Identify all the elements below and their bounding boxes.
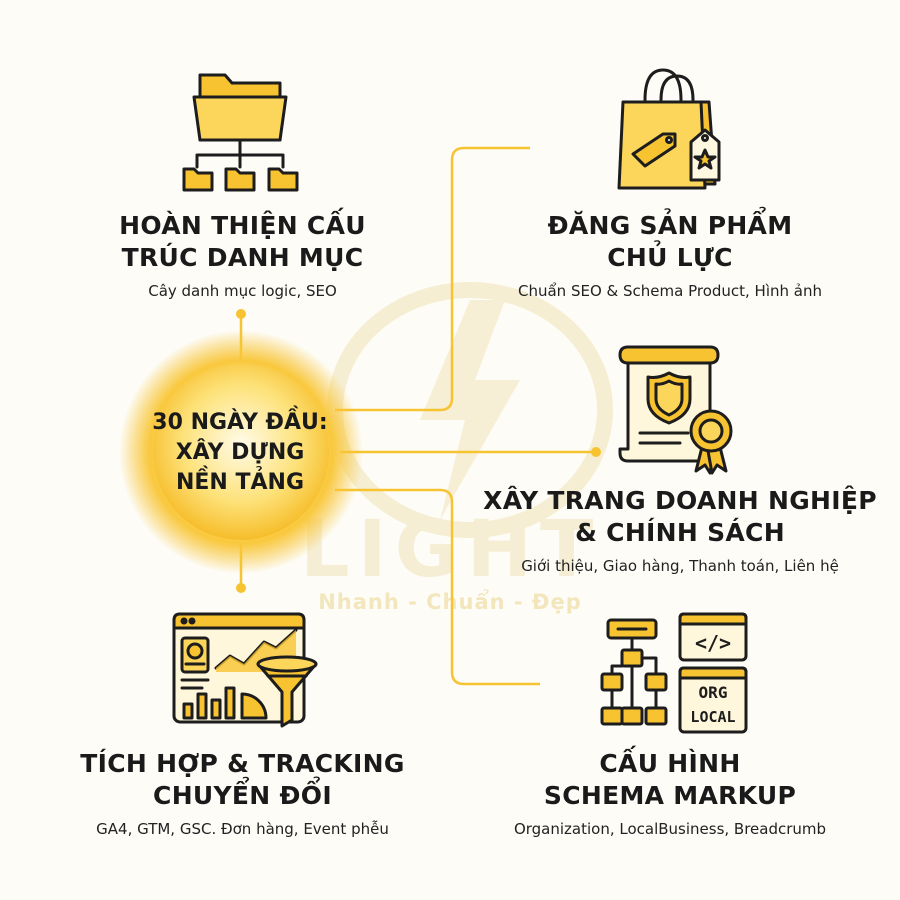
node-tracking-integration: TÍCH HỢP & TRACKING CHUYỂN ĐỔI GA4, GTM,… <box>50 748 435 839</box>
local-label: LOCAL <box>690 708 735 726</box>
node-subtitle: GA4, GTM, GSC. Đơn hàng, Event phễu <box>96 820 389 838</box>
node-subtitle: Organization, LocalBusiness, Breadcrumb <box>513 820 827 838</box>
connector-dots <box>236 309 601 593</box>
folder-tree-icon <box>182 73 299 192</box>
node-title: CẤU HÌNH SCHEMA MARKUP <box>543 749 797 810</box>
node-subtitle: Chuẩn SEO & Schema Product, Hình ảnh <box>518 282 822 300</box>
watermark-tagline: Nhanh - Chuẩn - Đẹp <box>318 590 582 614</box>
node-main-products: ĐĂNG SẢN PHẨM CHỦ LỰC Chuẩn SEO & Schema… <box>480 210 860 301</box>
node-title: XÂY TRANG DOANH NGHIỆP & CHÍNH SÁCH <box>483 486 877 547</box>
watermark-brand: LIGHT <box>300 505 602 595</box>
org-label: ORG <box>699 683 728 702</box>
node-category-structure: HOÀN THIỆN CẤU TRÚC DANH MỤC Cây danh mụ… <box>70 210 415 301</box>
node-subtitle: Giới thiệu, Giao hàng, Thanh toán, Liên … <box>521 557 839 575</box>
node-schema-markup: CẤU HÌNH SCHEMA MARKUP Organization, Loc… <box>480 748 860 839</box>
node-title: HOÀN THIỆN CẤU TRÚC DANH MỤC <box>119 211 366 272</box>
hub-title: 30 NGÀY ĐẦU: XÂY DỰNG NỀN TẢNG <box>152 410 328 495</box>
shopping-bag-icon <box>617 68 721 190</box>
node-business-policy-pages: XÂY TRANG DOANH NGHIỆP & CHÍNH SÁCH Giới… <box>470 485 890 576</box>
node-subtitle: Cây danh mục logic, SEO <box>148 282 337 300</box>
code-label: </> <box>695 631 731 655</box>
schema-markup-icon: </> ORG LOCAL <box>600 612 748 734</box>
hub-circle <box>153 364 329 540</box>
node-title: ĐĂNG SẢN PHẨM CHỦ LỰC <box>547 211 793 272</box>
analytics-funnel-icon <box>172 612 318 728</box>
connector-paths <box>239 146 596 686</box>
node-title: TÍCH HỢP & TRACKING CHUYỂN ĐỔI <box>80 749 405 810</box>
certificate-scroll-icon <box>618 345 733 475</box>
